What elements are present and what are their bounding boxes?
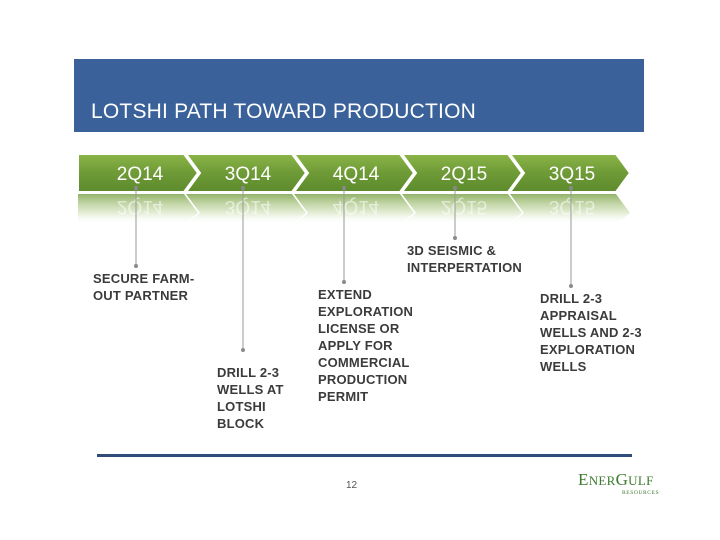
- timeline-period-label: 3Q14: [225, 164, 272, 185]
- connector-dot: [241, 186, 245, 190]
- logo-wordmark: ENERGULF: [578, 470, 654, 489]
- timeline-period-label: 3Q15: [549, 164, 595, 185]
- connector-dot: [453, 186, 457, 190]
- milestone-line: BLOCK: [217, 416, 265, 431]
- company-logo: ENERGULF RESOURCES: [578, 470, 660, 500]
- milestone-line: EXPLORATION: [318, 304, 414, 319]
- milestone-line: DRILL 2-3: [540, 291, 603, 306]
- milestone-line: WELLS: [540, 359, 587, 374]
- milestone-line: LOTSHI: [217, 399, 266, 414]
- slide-title: LOTSHI PATH TOWARD PRODUCTION: [91, 100, 476, 123]
- timeline-chevron-3q14: [184, 153, 308, 193]
- timeline-period-reflection: 2Q14: [117, 196, 164, 217]
- milestone-line: PRODUCTION: [318, 372, 408, 387]
- timeline-chevron-reflection: [294, 194, 414, 225]
- timeline-period-label: 2Q14: [117, 164, 164, 185]
- timeline-period-reflection: 2Q15: [441, 196, 487, 217]
- connector-dot: [134, 264, 138, 268]
- milestone-line: COMMERCIAL: [318, 355, 410, 370]
- milestone-line: INTERPERTATION: [407, 260, 522, 275]
- milestone-line: LICENSE OR: [318, 321, 400, 336]
- milestone-line: SECURE FARM-: [93, 271, 195, 286]
- milestone-line: DRILL 2-3: [217, 365, 280, 380]
- page-number: 12: [346, 480, 358, 491]
- milestone-line: 3D SEISMIC &: [407, 243, 497, 258]
- connector-dot: [342, 186, 346, 190]
- milestone-text-2q14: SECURE FARM- OUT PARTNER: [93, 270, 194, 304]
- timeline-chevron-2q14: [77, 153, 200, 193]
- timeline-period-reflection: 3Q14: [225, 196, 272, 217]
- timeline-chevron-2q15: [400, 153, 524, 193]
- milestone-text-4q14: EXTEND EXPLORATION LICENSE OR APPLY FOR COMM…: [318, 286, 413, 405]
- timeline-chevron-reflection: [186, 194, 306, 225]
- connector-dot: [453, 236, 457, 240]
- timeline-period-label: 2Q15: [441, 164, 487, 185]
- connector-dot: [134, 186, 138, 190]
- milestone-line: WELLS AT: [217, 382, 284, 397]
- logo-subtitle: RESOURCES: [622, 490, 660, 496]
- milestone-text-2q15: 3D SEISMIC & INTERPERTATION: [407, 242, 522, 276]
- milestone-line: EXTEND: [318, 287, 372, 302]
- timeline-chevron-4q14: [292, 153, 416, 193]
- milestone-line: APPRAISAL: [540, 308, 617, 323]
- timeline-period-reflection: 3Q15: [549, 196, 595, 217]
- connector-dot: [569, 186, 573, 190]
- connector-dot: [241, 348, 245, 352]
- connector-dot: [569, 284, 573, 288]
- milestone-line: EXPLORATION: [540, 342, 636, 357]
- connector-dot: [342, 280, 346, 284]
- timeline-chevron-reflection: [402, 194, 522, 225]
- milestone-line: WELLS AND 2-3: [540, 325, 642, 340]
- title-bar: LOTSHI PATH TOWARD PRODUCTION: [74, 59, 644, 132]
- milestone-line: APPLY FOR: [318, 338, 393, 353]
- timeline-chevron-reflection: [510, 194, 630, 225]
- timeline-period-reflection: 4Q14: [333, 196, 380, 217]
- milestone-line: OUT PARTNER: [93, 288, 189, 303]
- timeline-chevron-3q15: [508, 153, 632, 193]
- timeline-period-label: 4Q14: [333, 164, 380, 185]
- footer-rule: [97, 454, 632, 457]
- timeline-chevron-reflection: [78, 194, 198, 225]
- milestone-line: PERMIT: [318, 389, 369, 404]
